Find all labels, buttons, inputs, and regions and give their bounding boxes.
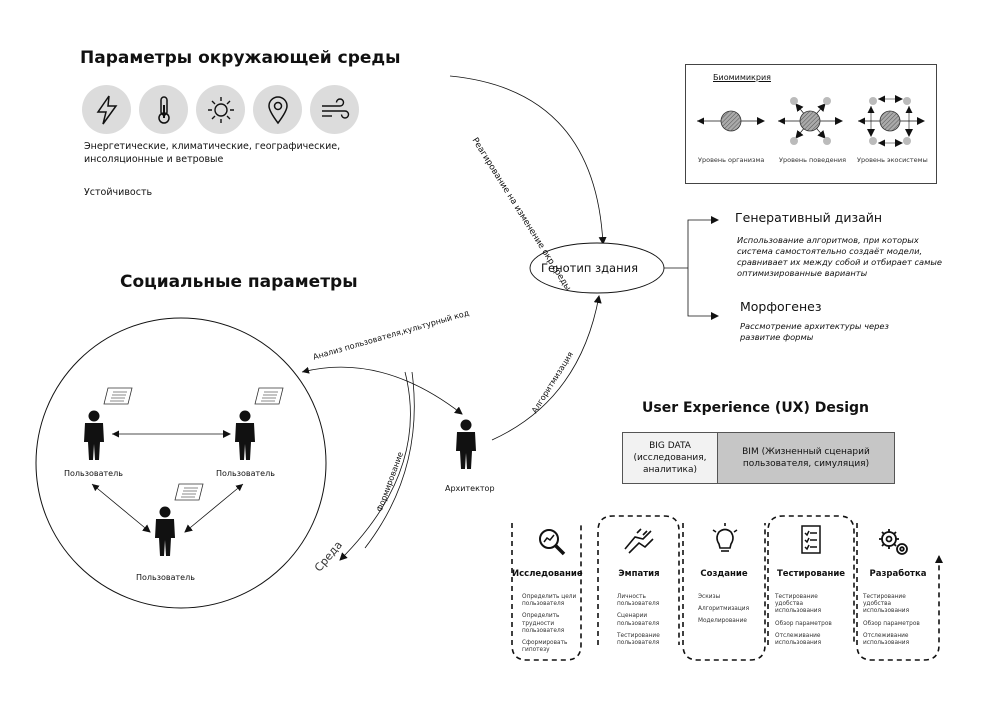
algorithmization-arrow: [491, 295, 602, 441]
checklist-icon: [801, 525, 821, 554]
document-icon: [254, 387, 284, 405]
architect-figure: [456, 419, 476, 469]
biomimicry-level-label: Уровень организма: [698, 156, 765, 164]
architect-label: Архитектор: [445, 484, 495, 493]
forming-arrow: [364, 371, 415, 549]
handshake-icon: [624, 528, 654, 554]
genotype-label: Генотип здания: [541, 261, 639, 275]
step-items-creation: Эскизы Алгоритмизация Моделирование: [698, 594, 760, 631]
biomimicry-organism-diagram: [697, 110, 765, 132]
environment-description: Энергетические, климатические, географич…: [84, 141, 341, 165]
step-title-empathy: Эмпатия: [618, 569, 660, 579]
step-item: Тестирование пользователя: [617, 632, 660, 647]
generative-title: Генеративный дизайн: [735, 210, 883, 225]
user-link-arrow: [184, 483, 244, 533]
document-icon: [103, 387, 133, 405]
gears-icon: [879, 529, 908, 555]
step-item: Алгоритмизация: [698, 606, 750, 613]
step-item: Обзор параметров: [863, 620, 920, 627]
lightning-icon: [82, 85, 131, 134]
step-frame-empathy: [597, 515, 680, 645]
reaction-arrow: [449, 75, 607, 245]
environment-title: Параметры окружающей среды: [80, 48, 401, 68]
step-title-testing: Тестирование: [776, 569, 846, 579]
biomimicry-level-label: Уровень экосистемы: [857, 156, 928, 164]
user-label: Пользователь: [64, 469, 123, 478]
ux-title: User Experience (UX) Design: [642, 400, 869, 416]
step-title-research: Исследование: [512, 569, 583, 579]
sun-icon: [196, 85, 245, 134]
forming-arrow: [339, 371, 411, 561]
biomimicry-ecosystem-diagram: [858, 95, 925, 147]
step-item: Тестирование удобства использования: [775, 594, 822, 615]
step-title-development: Разработка: [869, 569, 927, 579]
generative-description: Использование алгоритмов, при которых си…: [737, 235, 943, 278]
step-frame-development: [856, 523, 943, 661]
lightbulb-icon: [712, 523, 738, 552]
step-frame-testing: [767, 515, 855, 645]
bigdata-label: BIG DATA (исследования, аналитика): [633, 441, 707, 475]
step-item: Обзор параметров: [775, 620, 832, 627]
user-figure-1: [84, 410, 104, 460]
social-circle: [35, 317, 327, 609]
bigdata-box: BIG DATA (исследования, аналитика): [622, 432, 718, 484]
biomimicry-level-label: Уровень поведения: [779, 156, 846, 164]
user-analysis-arrow: [301, 366, 463, 415]
morphogenesis-title: Морфогенез: [740, 299, 822, 314]
step-frame-research: [511, 523, 582, 661]
step-item: Сценарии пользователя: [617, 613, 660, 627]
step-items-development: Тестирование удобства использования Обзо…: [863, 594, 935, 652]
user-label: Пользователь: [136, 573, 195, 582]
user-figure-3: [155, 506, 175, 556]
thermometer-icon: [139, 85, 188, 134]
step-item: Моделирование: [698, 618, 747, 625]
step-item: Определить трудности пользователя: [522, 613, 565, 634]
biomimicry-behaviour-diagram: [778, 97, 843, 145]
step-item: Отслеживание использования: [863, 632, 910, 647]
step-items-research: Определить цели пользователя Определить …: [522, 594, 580, 659]
user-figure-2: [235, 410, 255, 460]
step-items-testing: Тестирование удобства использования Обзо…: [775, 594, 847, 652]
bracket-arrow: [687, 216, 719, 268]
step-item: Тестирование удобства использования: [863, 594, 910, 615]
step-item: Личность пользователя: [617, 594, 660, 608]
biomimicry-title: Биомимикрия: [713, 73, 771, 82]
step-item: Эскизы: [698, 594, 721, 600]
user-label: Пользователь: [216, 469, 275, 478]
step-frame-creation: [682, 523, 766, 661]
bim-box: BIM (Жизненный сценарий пользователя, си…: [717, 432, 895, 484]
magnifier-chart-icon: [539, 529, 566, 556]
bracket-arrow: [687, 268, 719, 320]
step-item: Сформировать гипотезу: [522, 640, 568, 654]
morphogenesis-description: Рассмотрение архитектуры через развитие …: [740, 321, 889, 342]
sustainability-label: Устойчивость: [84, 187, 153, 198]
social-title: Социальные параметры: [120, 272, 358, 292]
document-icon: [174, 483, 204, 501]
biomimicry-box: [685, 64, 937, 184]
location-pin-icon: [253, 85, 302, 134]
step-item: Определить цели пользователя: [522, 594, 577, 608]
step-items-empathy: Личность пользователя Сценарии пользоват…: [617, 594, 675, 652]
wind-icon: [310, 85, 359, 134]
user-link-arrow: [91, 483, 151, 533]
step-title-creation: Создание: [700, 569, 748, 579]
environment-icons: [82, 85, 359, 134]
bim-label: BIM (Жизненный сценарий пользователя, си…: [742, 447, 870, 469]
step-item: Отслеживание использования: [775, 632, 822, 647]
